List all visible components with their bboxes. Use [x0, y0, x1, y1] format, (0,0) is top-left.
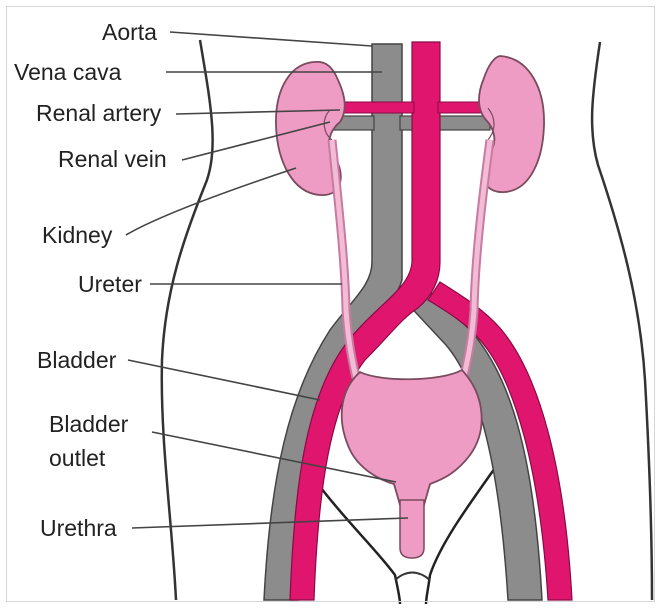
diagram-frame	[6, 6, 655, 602]
